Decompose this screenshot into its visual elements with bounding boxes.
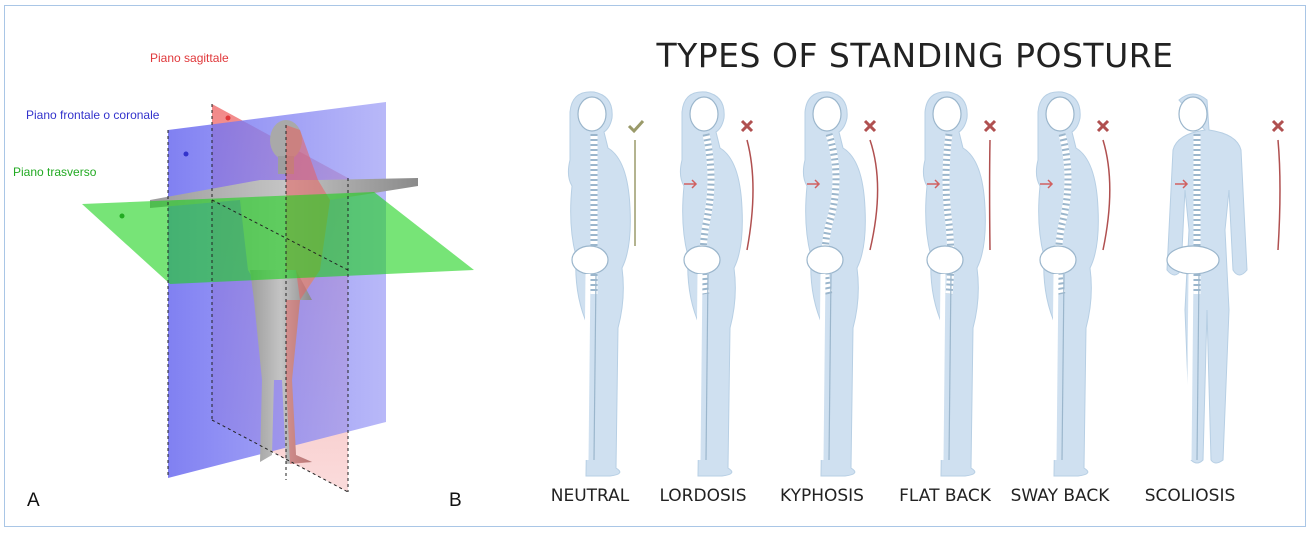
frontal-plane-label: Piano frontale o coronale <box>26 108 159 122</box>
posture-figure-kyphosis <box>803 92 877 476</box>
caption-neutral: NEUTRAL <box>551 486 630 506</box>
leg-bone <box>586 274 588 460</box>
pelvis <box>927 246 963 274</box>
cross-icon <box>865 121 875 131</box>
pelvis <box>807 246 843 274</box>
curve-indicator <box>1278 140 1280 250</box>
sagittal-plane-label: Piano sagittale <box>150 51 229 65</box>
posture-figure-flat-back <box>923 92 995 476</box>
posture-title: TYPES OF STANDING POSTURE <box>520 36 1310 75</box>
cross-icon <box>1273 121 1283 131</box>
body-silhouette <box>568 92 630 476</box>
posture-figure-lordosis <box>680 92 753 476</box>
caption-kyphosis: KYPHOSIS <box>780 486 864 506</box>
skull <box>690 97 718 131</box>
pelvis <box>1040 246 1076 274</box>
posture-figure-sway-back <box>1036 92 1109 476</box>
body-silhouette <box>1167 94 1247 463</box>
pelvis <box>572 246 608 274</box>
leg-bone <box>1189 274 1191 460</box>
leg-bone <box>698 274 700 460</box>
cross-icon <box>1098 121 1108 131</box>
pelvis <box>684 246 720 274</box>
caption-lordosis: LORDOSIS <box>659 486 746 506</box>
posture-figures <box>520 90 1300 480</box>
posture-figure-neutral <box>568 92 643 476</box>
leg-bone <box>941 274 943 460</box>
transverse-plane <box>82 192 474 284</box>
anatomical-planes-illustration <box>0 0 520 534</box>
skull <box>1179 97 1207 131</box>
skull <box>813 97 841 131</box>
leg-bone <box>1054 274 1056 460</box>
skull <box>933 97 961 131</box>
pelvis <box>1167 246 1219 274</box>
curve-indicator <box>747 140 753 250</box>
posture-captions: NEUTRAL LORDOSIS KYPHOSIS FLAT BACK SWAY BAC… <box>0 486 1312 510</box>
transverse-plane-label: Piano trasverso <box>13 165 96 179</box>
curve-indicator <box>1103 140 1110 250</box>
check-icon <box>629 121 643 131</box>
caption-scoliosis: SCOLIOSIS <box>1145 486 1236 506</box>
cross-icon <box>985 121 995 131</box>
curve-indicator <box>870 140 878 250</box>
posture-figure-scoliosis <box>1167 94 1283 463</box>
cross-icon <box>742 121 752 131</box>
caption-sway-back: SWAY BACK <box>1011 486 1110 506</box>
caption-flat-back: FLAT BACK <box>899 486 991 506</box>
leg-bone <box>821 274 823 460</box>
body-silhouette <box>923 92 985 476</box>
skull <box>1046 97 1074 131</box>
skull <box>578 97 606 131</box>
